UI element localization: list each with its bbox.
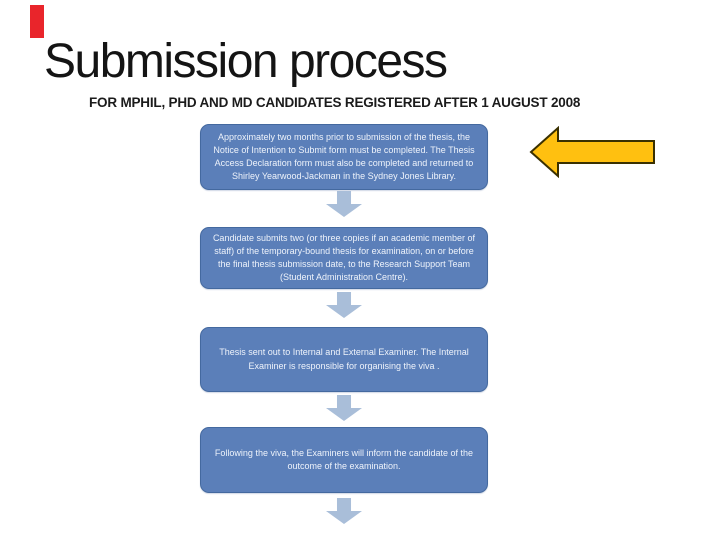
slide-subtitle: FOR MPHIL, PHD AND MD CANDIDATES REGISTE… [89,95,581,110]
flow-step-1-text: Approximately two months prior to submis… [213,131,475,182]
flow-step-4: Following the viva, the Examiners will i… [200,427,488,493]
down-arrow-icon [326,191,362,217]
flow-step-2: Candidate submits two (or three copies i… [200,227,488,289]
down-arrow-icon [326,498,362,524]
down-arrow-icon [326,292,362,318]
flow-step-3: Thesis sent out to Internal and External… [200,327,488,392]
flow-step-3-text: Thesis sent out to Internal and External… [219,347,469,371]
flow-step-1: Approximately two months prior to submis… [200,124,488,190]
highlight-left-arrow-shape [529,126,655,178]
red-accent-bar [30,5,44,38]
flow-step-2-text: Candidate submits two (or three copies i… [212,232,476,283]
slide-title: Submission process [44,35,448,88]
down-arrow-icon [326,395,362,421]
flow-step-4-text: Following the viva, the Examiners will i… [214,447,474,471]
highlight-left-arrow-icon [529,126,655,178]
